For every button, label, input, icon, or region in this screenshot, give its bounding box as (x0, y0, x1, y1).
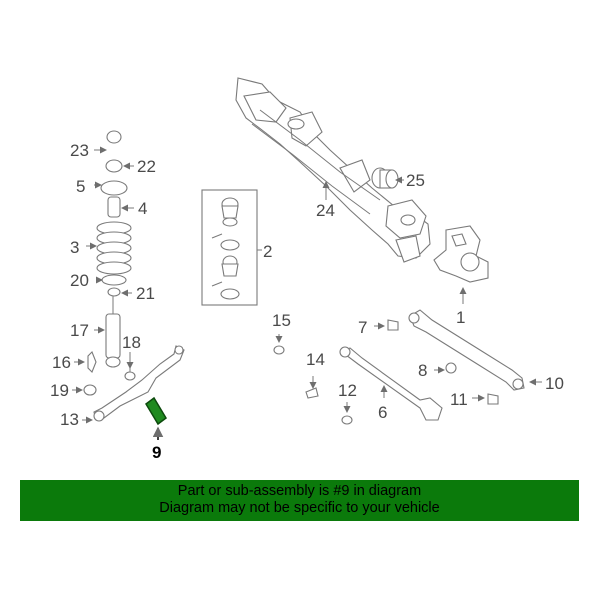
callout-22: 22 (137, 157, 156, 176)
callout-18: 18 (122, 333, 141, 352)
nut-19 (72, 384, 97, 396)
callout-25: 25 (406, 171, 425, 190)
callout-2: 2 (263, 242, 272, 261)
bolt-7 (374, 319, 399, 331)
axle-bushing (371, 167, 399, 189)
callout-10: 10 (545, 374, 564, 393)
banner-line-2: Diagram may not be specific to your vehi… (159, 500, 440, 516)
callout-20: 20 (70, 271, 89, 290)
isolator-20 (101, 274, 127, 286)
track-bar (339, 346, 443, 421)
callout-23: 23 (70, 141, 89, 160)
banner-line-1: Part or sub-assembly is #9 in diagram (177, 483, 422, 499)
shock-absorber (105, 296, 121, 368)
callout-12: 12 (338, 381, 357, 400)
callout-9: 9 (152, 443, 161, 462)
coil-spring-stack (96, 130, 132, 297)
highlight-notice-banner: Part or sub-assembly is #9 in diagram Di… (20, 480, 579, 521)
steering-knuckle (433, 225, 489, 283)
front-axle-assembly (235, 77, 431, 263)
nut-8 (434, 362, 457, 374)
callout-21: 21 (136, 284, 155, 303)
callout-7: 7 (358, 318, 367, 337)
callout-24: 24 (316, 201, 335, 220)
stabilizer-link (74, 351, 97, 373)
bolt-11 (472, 393, 499, 405)
callout-13: 13 (60, 410, 79, 429)
highlighted-part-9[interactable] (145, 396, 167, 426)
callout-1: 1 (456, 308, 465, 327)
callout-3: 3 (70, 238, 79, 257)
callout-19: 19 (50, 381, 69, 400)
nut-12 (341, 402, 353, 425)
coil-spring-3 (96, 221, 132, 275)
bumper-4 (107, 196, 121, 218)
bolt-14 (305, 376, 319, 399)
callout-15: 15 (272, 311, 291, 330)
nut-23 (106, 130, 122, 144)
callout-16: 16 (52, 353, 71, 372)
callout-4: 4 (138, 199, 147, 218)
lower-control-arm (93, 345, 185, 422)
spring-seat-5 (100, 180, 128, 196)
callout-5: 5 (76, 177, 85, 196)
callout-14: 14 (306, 350, 325, 369)
upper-control-arm (408, 309, 525, 391)
callout-11: 11 (450, 390, 468, 409)
nut-21 (107, 287, 121, 297)
callout-6: 6 (378, 403, 387, 422)
bolt-18 (124, 352, 136, 381)
callout-17: 17 (70, 321, 89, 340)
nut-15 (273, 334, 285, 355)
ball-joint-kit (201, 189, 258, 306)
washer-22 (105, 159, 123, 173)
callout-8: 8 (418, 361, 427, 380)
